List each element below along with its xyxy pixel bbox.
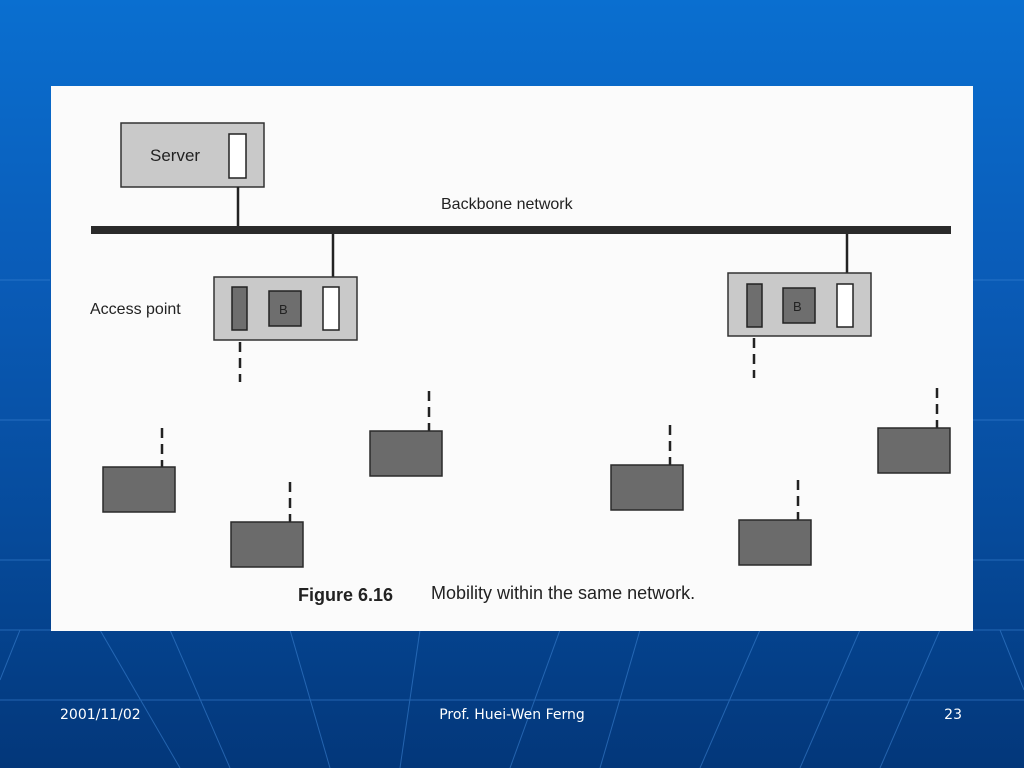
access-point-2: B xyxy=(727,234,872,378)
figure-panel: Server Backbone network Access point B xyxy=(51,86,973,631)
footer-page-number: 23 xyxy=(944,707,962,723)
access-point-label: Access point xyxy=(90,301,181,318)
footer-date: 2001/11/02 xyxy=(60,707,141,723)
server-node: Server xyxy=(120,122,265,228)
mobile-station-4 xyxy=(610,425,684,511)
figure-number: Figure 6.16 xyxy=(298,585,393,605)
figure-caption: Mobility within the same network. xyxy=(431,583,695,603)
server-port xyxy=(228,133,247,179)
access-point-2-badge: B xyxy=(793,299,802,314)
access-point-1-badge: B xyxy=(279,302,288,317)
backbone-network: Backbone network xyxy=(91,196,951,234)
access-point-1: B xyxy=(213,234,358,382)
mobile-station-5 xyxy=(738,480,812,566)
footer-author: Prof. Huei-Wen Ferng xyxy=(439,707,585,723)
mobile-station-2 xyxy=(230,482,304,568)
mobile-station-6 xyxy=(877,388,951,474)
server-label: Server xyxy=(150,146,200,165)
network-diagram: Server Backbone network Access point B xyxy=(90,122,951,605)
mobile-station-1 xyxy=(102,428,176,513)
mobile-station-3 xyxy=(369,391,443,477)
backbone-label: Backbone network xyxy=(441,196,574,213)
